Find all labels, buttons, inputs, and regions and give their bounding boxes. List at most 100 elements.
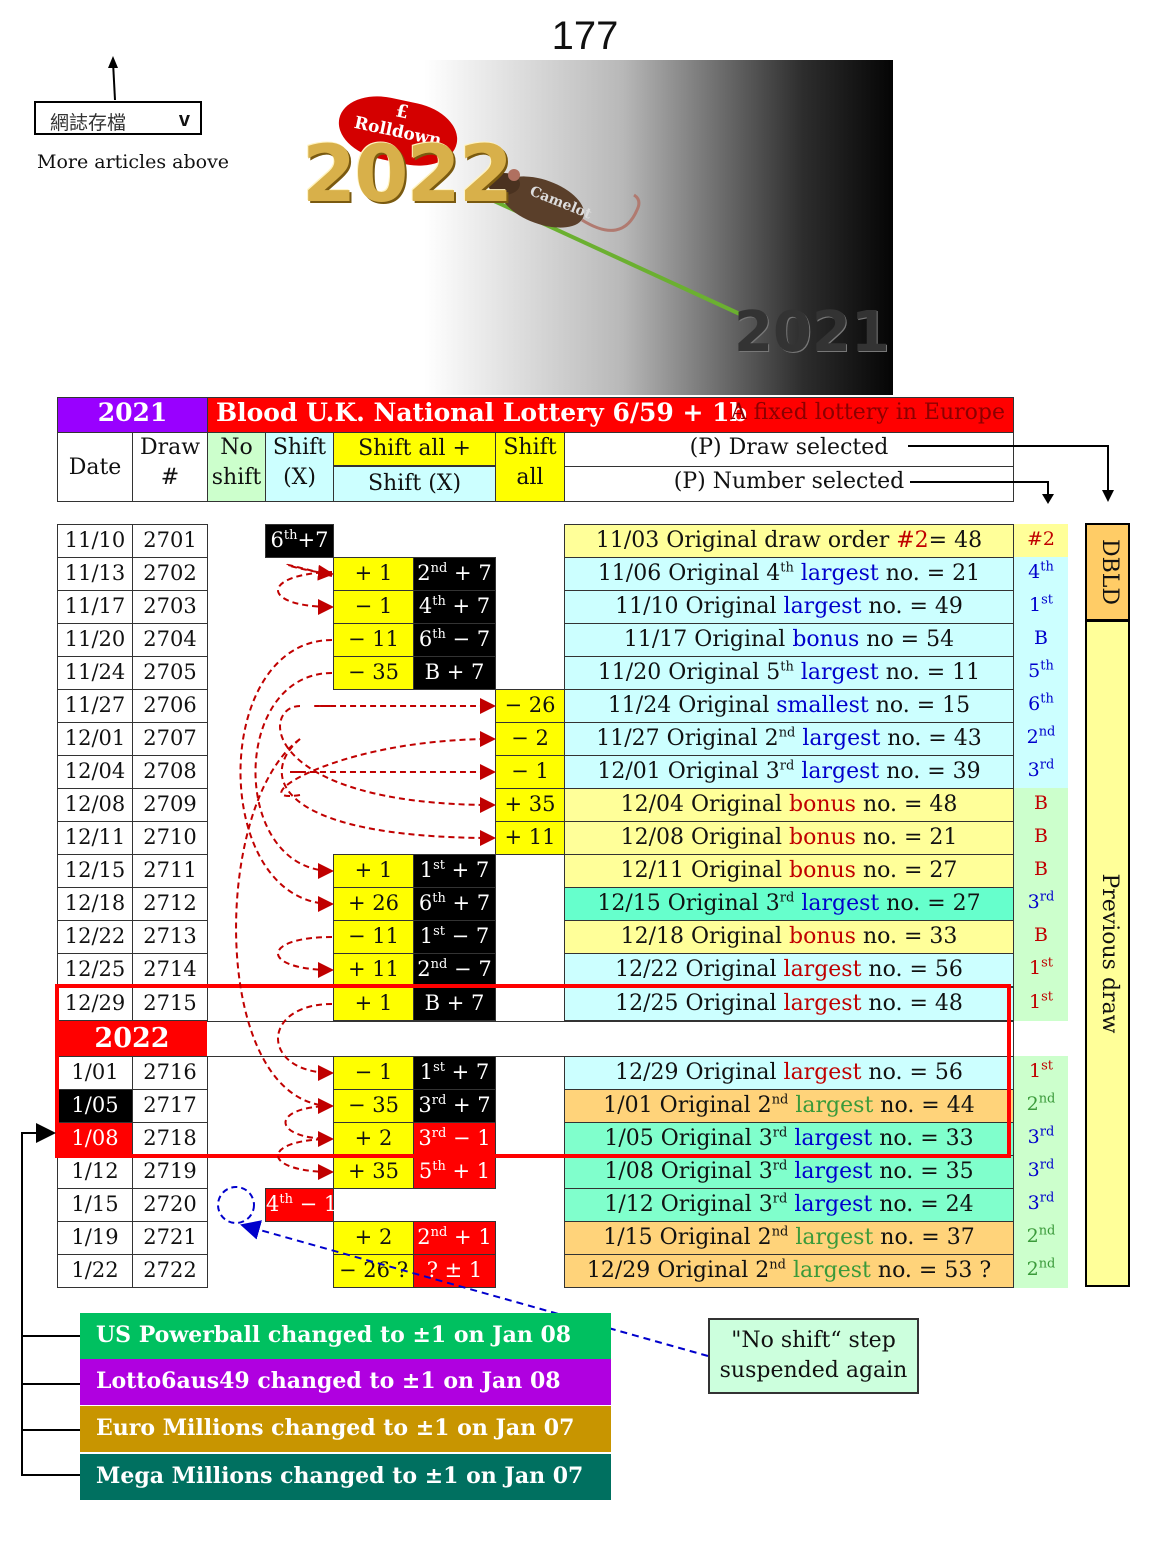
row-rank: 1st [1014, 953, 1068, 987]
row-draw-selected: 1/12 Original 3rd largest no. = 24 [564, 1188, 1014, 1222]
row-shift-amount: − 26 ? [333, 1254, 414, 1288]
row-shift-x: 3rd − 1 [413, 1122, 496, 1156]
row-draw-selected: 12/18 Original bonus no. = 33 [564, 920, 1014, 954]
legend-bracket [21, 1132, 80, 1476]
row-rank: 1st [1014, 1056, 1068, 1090]
row-draw-selected: 11/17 Original bonus no = 54 [564, 623, 1014, 657]
up-arrow-icon [108, 56, 118, 101]
row-draw-number: 2702 [132, 557, 208, 591]
row-shift-x: 5th + 1 [413, 1155, 496, 1189]
row-draw-selected: 11/06 Original 4th largest no. = 21 [564, 557, 1014, 591]
row-shift-amount: + 35 [333, 1155, 414, 1189]
shift-arrows-overlay [21, 563, 709, 1476]
year-2022-label: 2022 [57, 1021, 207, 1056]
row-shift-amount: − 11 [333, 623, 414, 657]
row-shift-x: 4th + 7 [413, 590, 496, 624]
row-rank: 1st [1014, 590, 1068, 624]
shift-arrow [280, 731, 496, 797]
row-rank: 4th [1014, 557, 1068, 591]
row-shift-x: ? ± 1 [413, 1254, 496, 1288]
row-rank: B [1014, 920, 1068, 954]
row-draw-selected: 12/29 Original largest no. = 56 [564, 1056, 1014, 1090]
row-draw-selected: 12/22 Original largest no. = 56 [564, 953, 1014, 987]
row-noshift: 4th − 1 [265, 1188, 337, 1222]
no-shift-note: "No shift“ step suspended again [708, 1318, 919, 1394]
row-draw-selected: 12/15 Original 3rd largest no. = 27 [564, 887, 1014, 921]
highlight-box [55, 984, 1011, 1158]
row-draw-number: 2705 [132, 656, 208, 690]
row-rank: 3rd [1014, 887, 1068, 921]
row-rank: 3rd [1014, 1122, 1068, 1156]
row-draw-selected: 1/05 Original 3rd largest no. = 33 [564, 1122, 1014, 1156]
col-shiftall-plus-header-1: Shift all + [333, 432, 496, 466]
row-shift-amount: − 1 [333, 1056, 414, 1090]
no-shift-circle [217, 1186, 255, 1224]
year-2022-row [57, 1021, 1014, 1057]
header-subtitle: A fixed lottery in Europe [730, 400, 1005, 425]
row-draw-selected: 11/03 Original draw order #2= 48 [564, 524, 1014, 558]
col-p-number-header: (P) Number selected [564, 466, 1014, 502]
row-rank: 2nd [1014, 1221, 1068, 1255]
row-shift-x: B + 7 [413, 987, 496, 1021]
banner-year-2021: 2021 [734, 300, 890, 365]
archive-select[interactable]: 網誌存檔 v [34, 101, 202, 135]
previous-draw-label: Previous draw [1085, 620, 1130, 1287]
row-shift-amount: + 2 [333, 1221, 414, 1255]
row-draw-number: 2707 [132, 722, 208, 756]
row-shift-all: − 2 [495, 722, 565, 756]
shift-arrow [254, 672, 334, 879]
row-draw-selected: 1/15 Original 2nd largest no. = 37 [564, 1221, 1014, 1255]
shift-arrow [277, 936, 334, 978]
legend-item: Mega Millions changed to ±1 on Jan 07 (F… [80, 1454, 611, 1533]
row-date: 12/18 [57, 887, 133, 921]
row-rank: 3rd [1014, 1188, 1068, 1222]
row-shift-all: − 26 [495, 689, 565, 723]
row-shift-x: 1st − 7 [413, 920, 496, 954]
row-shift-amount: + 11 [333, 953, 414, 987]
more-articles-text: More articles above [37, 151, 230, 173]
archive-select-label: 網誌存檔 [50, 113, 127, 134]
legend-item: Lotto6aus49 changed to ±1 on Jan 08 (Sat… [80, 1359, 611, 1438]
row-draw-number: 2706 [132, 689, 208, 723]
row-rank: 1st [1014, 987, 1068, 1021]
row-draw-selected: 11/27 Original 2nd largest no. = 43 [564, 722, 1014, 756]
rat-illustration [488, 169, 743, 317]
shift-arrow [277, 1003, 334, 1081]
row-rank: B [1014, 854, 1068, 888]
row-rank: 5th [1014, 656, 1068, 690]
shift-arrow [284, 1105, 334, 1147]
row-rank: B [1014, 623, 1068, 657]
col-date-header: Date [57, 432, 133, 502]
row-noshift: 6th+7 [265, 524, 334, 558]
row-rank: 6th [1014, 689, 1068, 723]
row-rank: B [1014, 788, 1068, 822]
chevron-down-icon: v [178, 109, 190, 131]
page-number: 177 [551, 14, 619, 58]
row-rank: 2nd [1014, 722, 1068, 756]
row-date: 11/20 [57, 623, 133, 657]
row-draw-selected: 12/25 Original largest no. = 48 [564, 987, 1014, 1021]
shift-arrow [239, 639, 334, 912]
row-shift-amount: + 1 [333, 854, 414, 888]
row-shift-amount: + 26 [333, 887, 414, 921]
row-date: 12/22 [57, 920, 133, 954]
row-shift-amount: − 35 [333, 656, 414, 690]
shift-arrow [280, 738, 496, 846]
row-date: 1/19 [57, 1221, 133, 1255]
row-draw-selected: 12/04 Original bonus no. = 48 [564, 788, 1014, 822]
row-shift-x: 6th + 7 [413, 887, 496, 921]
legend-item: US Powerball changed to ±1 on Jan 08 (Sa… [80, 1313, 611, 1392]
row-draw-number: 2703 [132, 590, 208, 624]
shift-arrow [235, 738, 334, 1114]
row-shift-x: 1st + 7 [413, 1056, 496, 1090]
banner-year-2022: 2022 [302, 130, 513, 220]
col-draw-header: Draw# [132, 432, 208, 502]
row-draw-selected: 12/01 Original 3rd largest no. = 39 [564, 755, 1014, 789]
header-title: Blood U.K. National Lottery 6/59 + 1b [216, 398, 748, 427]
shift-arrow [286, 563, 334, 581]
shift-arrow [277, 1138, 334, 1180]
row-draw-selected: 11/20 Original 5th largest no. = 11 [564, 656, 1014, 690]
header-year: 2021 [57, 397, 208, 433]
row-draw-selected: 12/08 Original bonus no. = 21 [564, 821, 1014, 855]
